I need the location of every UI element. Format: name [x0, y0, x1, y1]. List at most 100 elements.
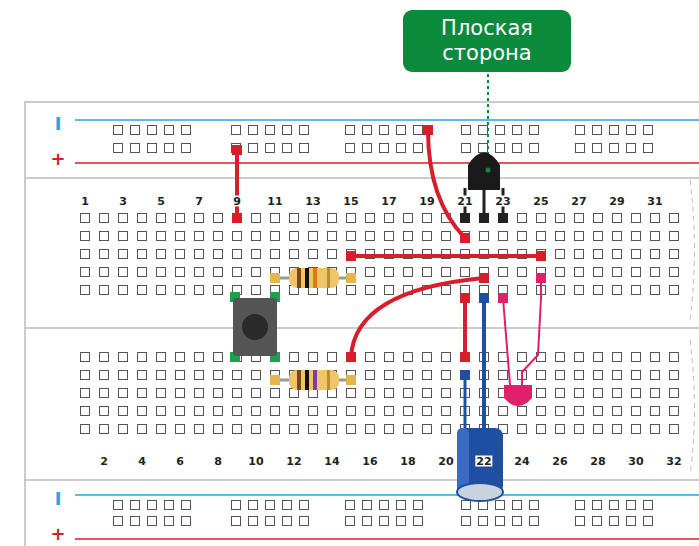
- breadboard-hole: [283, 144, 292, 153]
- rail-marker: I: [54, 115, 63, 133]
- breadboard-hole: [114, 501, 123, 510]
- column-number: 3: [118, 196, 128, 207]
- breadboard-hole: [300, 144, 309, 153]
- breadboard-hole: [594, 353, 603, 362]
- breadboard-hole: [176, 286, 185, 295]
- breadboard-hole: [423, 407, 432, 416]
- breadboard-hole: [613, 232, 622, 241]
- breadboard-hole: [131, 501, 140, 510]
- column-number: 15: [342, 196, 359, 207]
- breadboard-hole: [594, 371, 603, 380]
- breadboard-hole: [182, 126, 191, 135]
- breadboard-hole: [480, 232, 489, 241]
- breadboard-hole: [157, 353, 166, 362]
- breadboard-hole: [627, 144, 636, 153]
- breadboard-hole: [499, 371, 508, 380]
- breadboard-hole: [119, 353, 128, 362]
- breadboard-hole: [670, 232, 679, 241]
- breadboard-hole: [328, 353, 337, 362]
- breadboard-hole: [131, 517, 140, 526]
- breadboard-hole: [157, 232, 166, 241]
- breadboard-hole: [366, 268, 375, 277]
- breadboard-hole: [499, 268, 508, 277]
- breadboard-hole: [594, 286, 603, 295]
- breadboard-hole: [346, 501, 355, 510]
- breadboard-hole: [576, 501, 585, 510]
- breadboard-hole: [594, 214, 603, 223]
- breadboard-hole: [252, 250, 261, 259]
- column-number: 25: [532, 196, 549, 207]
- breadboard-hole: [347, 407, 356, 416]
- breadboard-hole: [537, 407, 546, 416]
- breadboard-hole: [442, 425, 451, 434]
- column-number: 27: [570, 196, 587, 207]
- breadboard-hole: [138, 214, 147, 223]
- breadboard-hole: [479, 126, 488, 135]
- breadboard-hole: [252, 407, 261, 416]
- breadboard-hole: [576, 126, 585, 135]
- breadboard-hole: [556, 232, 565, 241]
- breadboard-hole: [214, 353, 223, 362]
- breadboard-hole: [309, 214, 318, 223]
- breadboard-hole: [100, 268, 109, 277]
- breadboard-hole: [271, 232, 280, 241]
- breadboard-hole: [575, 268, 584, 277]
- breadboard-hole: [165, 501, 174, 510]
- breadboard-hole: [249, 517, 258, 526]
- breadboard-hole: [119, 389, 128, 398]
- breadboard-hole: [138, 232, 147, 241]
- column-number: 5: [156, 196, 166, 207]
- breadboard-hole: [610, 501, 619, 510]
- breadboard-hole: [176, 232, 185, 241]
- column-number: 14: [323, 456, 340, 467]
- breadboard-hole: [385, 425, 394, 434]
- breadboard-hole: [233, 425, 242, 434]
- breadboard-hole: [423, 353, 432, 362]
- breadboard-hole: [537, 371, 546, 380]
- breadboard-hole: [138, 389, 147, 398]
- breadboard-hole: [499, 214, 508, 223]
- breadboard-hole: [195, 214, 204, 223]
- breadboard-hole: [176, 425, 185, 434]
- breadboard-hole: [442, 353, 451, 362]
- breadboard-hole: [138, 286, 147, 295]
- breadboard-hole: [81, 371, 90, 380]
- breadboard-hole: [119, 268, 128, 277]
- breadboard-hole: [366, 353, 375, 362]
- breadboard-hole: [290, 407, 299, 416]
- breadboard-hole: [195, 268, 204, 277]
- breadboard-hole: [195, 353, 204, 362]
- breadboard-hole: [195, 232, 204, 241]
- breadboard-hole: [157, 407, 166, 416]
- breadboard-hole: [148, 517, 157, 526]
- rail-marker: +: [49, 150, 66, 168]
- breadboard-hole: [176, 268, 185, 277]
- breadboard-hole: [176, 389, 185, 398]
- breadboard-hole: [632, 407, 641, 416]
- breadboard-hole: [613, 425, 622, 434]
- breadboard-hole: [556, 407, 565, 416]
- breadboard-hole: [271, 214, 280, 223]
- breadboard-hole: [81, 232, 90, 241]
- breadboard-hole: [556, 389, 565, 398]
- breadboard-hole: [366, 286, 375, 295]
- column-number: 20: [437, 456, 454, 467]
- breadboard-hole: [518, 407, 527, 416]
- column-number: 1: [80, 196, 90, 207]
- breadboard-hole: [556, 250, 565, 259]
- breadboard-hole: [165, 144, 174, 153]
- column-number: 10: [247, 456, 264, 467]
- breadboard-hole: [496, 501, 505, 510]
- breadboard-hole: [613, 353, 622, 362]
- breadboard-hole: [385, 371, 394, 380]
- breadboard-hole: [266, 144, 275, 153]
- breadboard-hole: [556, 268, 565, 277]
- breadboard-hole: [537, 389, 546, 398]
- breadboard-hole: [214, 214, 223, 223]
- rail-marker: I: [54, 490, 63, 508]
- breadboard-hole: [114, 517, 123, 526]
- breadboard-hole: [214, 232, 223, 241]
- breadboard-hole: [347, 389, 356, 398]
- breadboard-hole: [556, 286, 565, 295]
- breadboard-hole: [283, 501, 292, 510]
